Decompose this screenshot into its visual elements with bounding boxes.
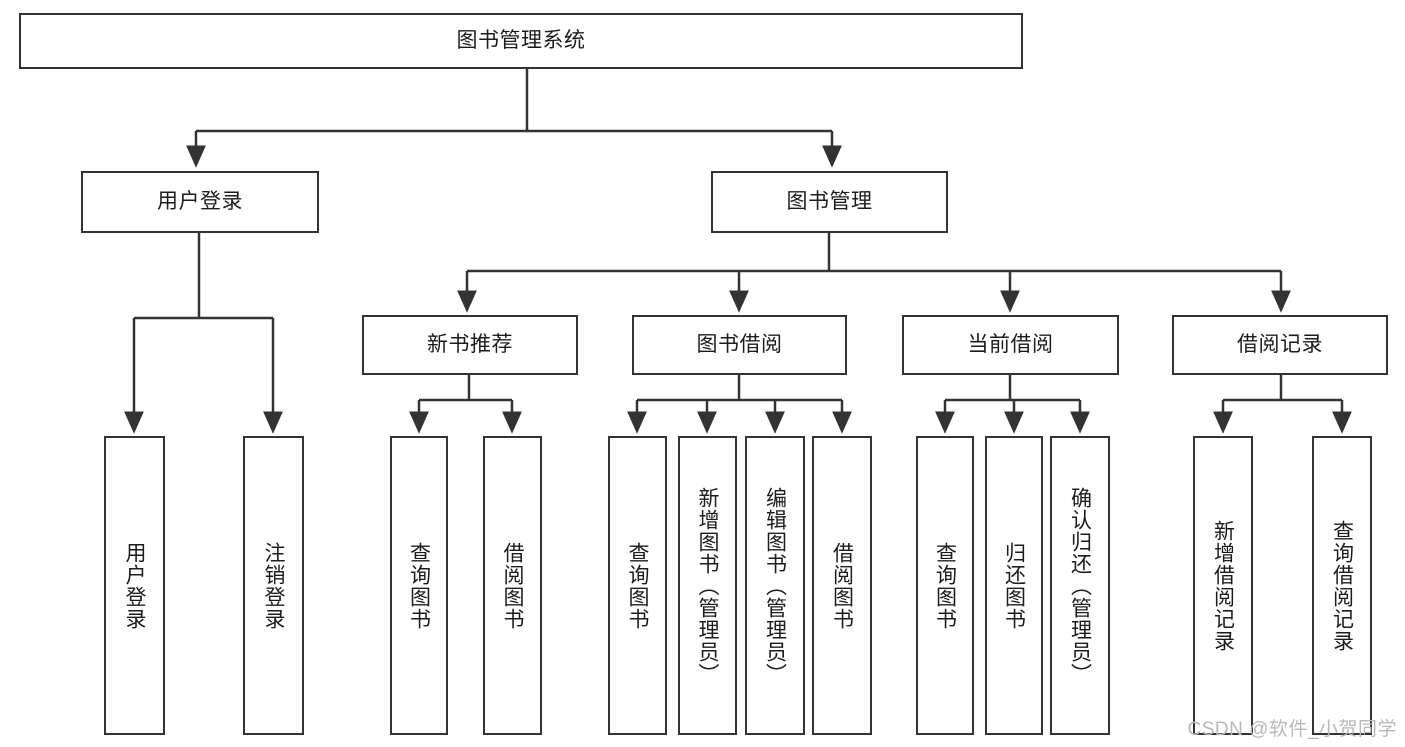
node-label: 新书推荐 (427, 332, 513, 356)
node-user-login[interactable]: 用户登录 (81, 171, 319, 233)
node-new-book-recommend[interactable]: 新书推荐 (362, 315, 578, 375)
node-label: 新增图书（管理员） (696, 486, 719, 685)
leaf-new-book-borrow[interactable]: 借阅图书 (483, 436, 542, 735)
node-label: 查询图书 (407, 541, 431, 630)
leaf-book-borrow-add[interactable]: 新增图书（管理员） (678, 436, 737, 735)
leaf-user-login-login[interactable]: 用户登录 (104, 436, 165, 735)
node-label: 注销登录 (262, 541, 285, 630)
node-book-borrow[interactable]: 图书借阅 (632, 315, 847, 375)
node-label: 查询图书 (933, 541, 957, 630)
node-label: 归还图书 (1002, 541, 1026, 630)
leaf-user-login-logout[interactable]: 注销登录 (243, 436, 304, 735)
node-label: 当前借阅 (967, 332, 1054, 356)
node-label: 新增借阅记录 (1211, 519, 1235, 652)
node-label: 借阅图书 (830, 541, 854, 630)
node-label: 借阅记录 (1237, 332, 1323, 356)
node-label: 用户登录 (123, 541, 146, 630)
node-label: 图书管理 (786, 189, 873, 213)
node-label: 确认归还（管理员） (1068, 486, 1092, 685)
node-label: 用户登录 (157, 189, 243, 213)
leaf-book-borrow-edit[interactable]: 编辑图书（管理员） (745, 436, 805, 735)
node-root-system[interactable]: 图书管理系统 (19, 13, 1023, 69)
node-label: 图书管理系统 (456, 28, 586, 52)
watermark-credit: CSDN @软件_小贺同学 (1187, 719, 1397, 740)
leaf-borrow-record-add[interactable]: 新增借阅记录 (1193, 436, 1253, 735)
node-label: 编辑图书（管理员） (763, 486, 787, 685)
node-label: 图书借阅 (696, 332, 783, 356)
leaf-current-borrow-return[interactable]: 归还图书 (985, 436, 1043, 735)
node-borrow-record[interactable]: 借阅记录 (1172, 315, 1388, 375)
node-label: 查询借阅记录 (1330, 519, 1354, 652)
leaf-new-book-query[interactable]: 查询图书 (390, 436, 448, 735)
node-book-management[interactable]: 图书管理 (711, 171, 948, 233)
leaf-book-borrow-borrow[interactable]: 借阅图书 (812, 436, 872, 735)
node-current-borrow[interactable]: 当前借阅 (902, 315, 1119, 375)
leaf-current-borrow-query[interactable]: 查询图书 (916, 436, 974, 735)
leaf-current-borrow-confirm-return[interactable]: 确认归还（管理员） (1050, 436, 1110, 735)
node-label: 借阅图书 (501, 541, 524, 630)
leaf-borrow-record-query[interactable]: 查询借阅记录 (1312, 436, 1372, 735)
leaf-book-borrow-query[interactable]: 查询图书 (608, 436, 667, 735)
node-label: 查询图书 (626, 541, 649, 630)
